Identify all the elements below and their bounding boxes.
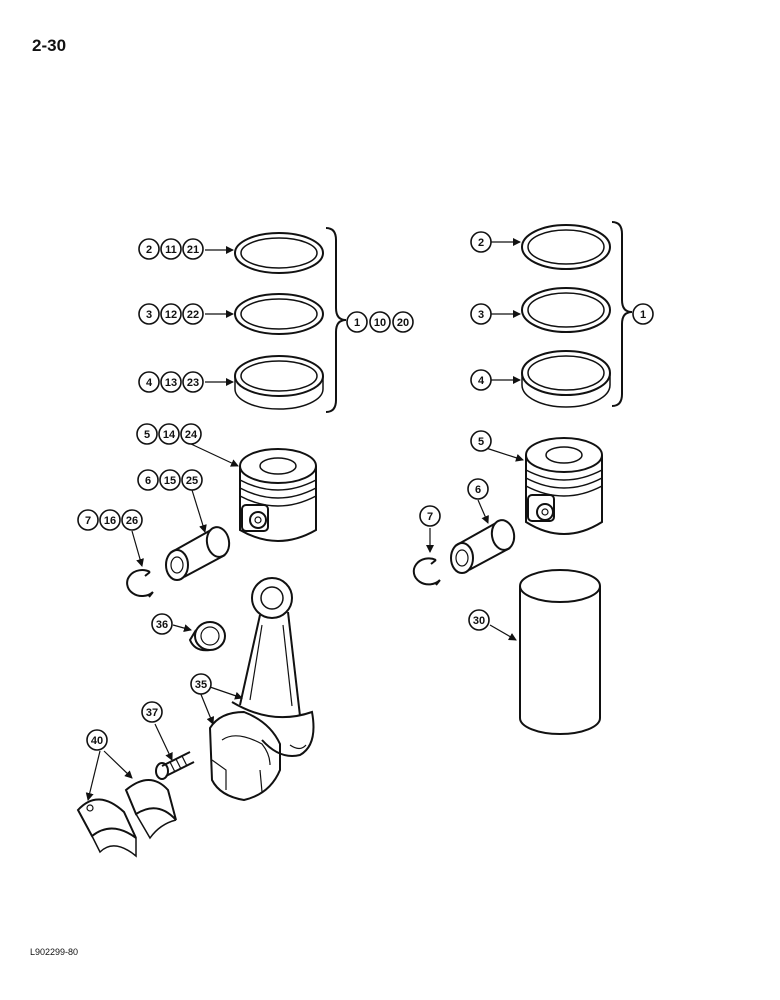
right-piston xyxy=(525,437,603,535)
callout-right-7: 7 xyxy=(427,511,433,523)
callout-11: 11 xyxy=(165,244,177,256)
callout-2: 2 xyxy=(146,244,152,256)
callout-1: 1 xyxy=(354,317,360,329)
callout-3: 3 xyxy=(146,309,152,321)
callout-26: 26 xyxy=(126,515,138,527)
connecting-rod-cap xyxy=(208,710,281,802)
rod-bolt xyxy=(155,751,195,780)
right-piston-ring-top xyxy=(521,224,611,270)
callout-24: 24 xyxy=(185,429,198,441)
callout-right-4: 4 xyxy=(478,375,485,387)
left-piston xyxy=(239,448,317,542)
cylinder-sleeve xyxy=(519,569,601,735)
callout-40: 40 xyxy=(91,735,103,747)
callout-23: 23 xyxy=(187,377,199,389)
left-piston-pin xyxy=(165,526,231,581)
left-ring-set-brace xyxy=(325,227,347,413)
callout-14: 14 xyxy=(163,429,176,441)
callout-21: 21 xyxy=(187,244,199,256)
left-snap-ring xyxy=(126,569,154,598)
right-snap-ring xyxy=(412,557,441,586)
callout-37: 37 xyxy=(146,707,158,719)
callout-16: 16 xyxy=(104,515,116,527)
connecting-rod xyxy=(231,577,315,757)
callout-4: 4 xyxy=(146,377,153,389)
connecting-rod-bushing xyxy=(188,621,226,652)
left-piston-ring-top xyxy=(234,232,324,274)
callout-22: 22 xyxy=(187,309,199,321)
rod-bearing-shells xyxy=(76,779,177,858)
left-piston-ring-oil xyxy=(234,355,324,410)
callout-right-2: 2 xyxy=(478,237,484,249)
callout-right-30: 30 xyxy=(473,615,485,627)
callout-10: 10 xyxy=(374,317,386,329)
reference-code: L902299-80 xyxy=(30,947,79,957)
callout-20: 20 xyxy=(397,317,409,329)
callout-6: 6 xyxy=(145,475,151,487)
callout-12: 12 xyxy=(165,309,177,321)
right-piston-ring-middle xyxy=(521,287,611,333)
callout-15: 15 xyxy=(164,475,176,487)
callout-13: 13 xyxy=(165,377,177,389)
right-piston-pin xyxy=(450,519,516,574)
callout-right-1: 1 xyxy=(640,309,646,321)
leader-lines xyxy=(85,238,524,801)
callout-right-6: 6 xyxy=(475,484,481,496)
callout-35: 35 xyxy=(195,679,207,691)
right-piston-ring-oil xyxy=(521,350,611,408)
left-piston-ring-middle xyxy=(234,293,324,335)
callout-right-5: 5 xyxy=(478,436,484,448)
callout-25: 25 xyxy=(186,475,198,487)
callout-5: 5 xyxy=(144,429,150,441)
callout-right-3: 3 xyxy=(478,309,484,321)
callout-7: 7 xyxy=(85,515,91,527)
callout-36: 36 xyxy=(156,619,168,631)
page-number: 2-30 xyxy=(32,36,67,55)
right-ring-set-brace xyxy=(611,221,633,407)
